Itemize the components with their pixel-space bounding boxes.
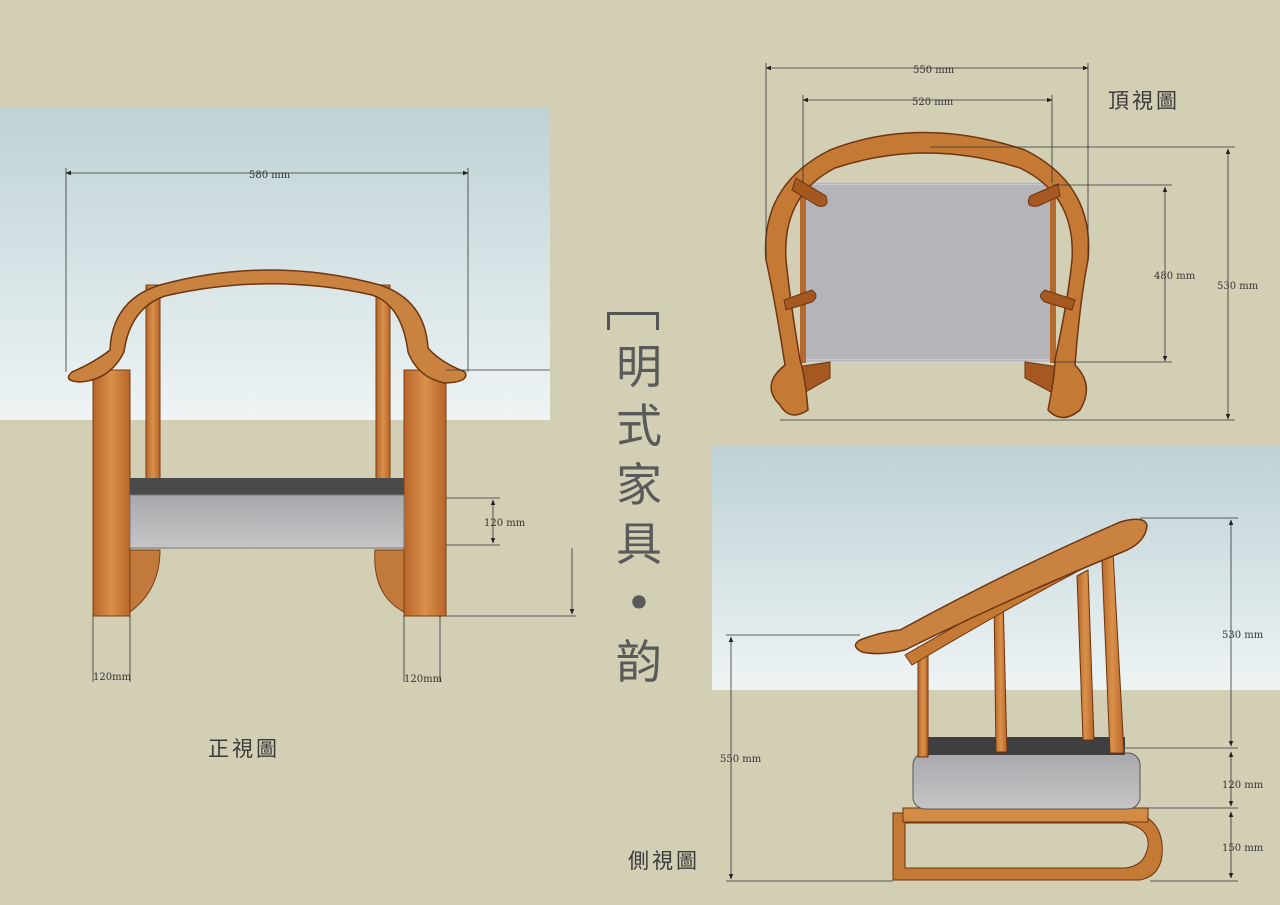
side-back-splat <box>1076 569 1095 741</box>
front-right-base-curve <box>374 549 405 613</box>
front-view-dimensions <box>65 168 576 682</box>
title-char-1: 明 <box>616 340 662 394</box>
side-back-height-dim: 530 mm <box>1222 630 1264 641</box>
side-back-post <box>1100 533 1125 754</box>
side-middle-post <box>993 594 1008 753</box>
top-view-dimensions <box>765 63 1235 421</box>
front-seat-cushion <box>129 494 405 549</box>
side-seat-thickness-dim: 120 mm <box>1222 780 1264 791</box>
front-seat-top <box>130 478 404 496</box>
top-total-depth-dim: 530 mm <box>1217 281 1259 292</box>
title-char-3: 家 <box>616 458 662 512</box>
top-seat-depth-dim: 480 mm <box>1154 271 1196 282</box>
front-right-back-post <box>375 284 391 484</box>
side-crest-rail <box>854 518 1148 655</box>
top-inner-width-dim: 520 mm <box>912 97 954 108</box>
side-seat-cushion <box>912 752 1141 810</box>
top-seat <box>802 182 1054 362</box>
top-view-title: 頂視圖 <box>1108 89 1180 113</box>
side-view-chair <box>854 518 1163 881</box>
side-view-dimensions <box>726 517 1238 882</box>
front-left-leg <box>92 369 131 617</box>
side-base-opening <box>904 822 1149 869</box>
front-view-title: 正視圖 <box>208 737 280 761</box>
title-char-5: • <box>625 576 653 630</box>
front-left-base-curve <box>129 549 161 613</box>
front-crest-rail <box>67 269 467 384</box>
side-front-post <box>917 646 929 758</box>
front-seat-thickness-dim: 120 mm <box>484 518 526 529</box>
front-width-dim: 580 mm <box>249 170 291 181</box>
front-right-leg <box>403 369 447 617</box>
top-arch-rail <box>764 131 1090 419</box>
title-char-6: 韵 <box>616 635 662 689</box>
top-outer-width-dim: 550 mm <box>913 65 955 76</box>
front-right-leg-dim: 120mm <box>404 674 443 685</box>
front-left-leg-dim: 120mm <box>93 672 132 683</box>
side-seat-top <box>925 737 1125 755</box>
front-view-chair <box>67 269 467 617</box>
top-view-chair <box>764 131 1090 419</box>
title-char-2: 式 <box>616 399 662 453</box>
title-bracket <box>607 312 659 330</box>
side-view-title: 側視圖 <box>628 849 700 873</box>
front-left-back-post <box>145 284 161 484</box>
main-vertical-title: 明 式 家 具 • 韵 <box>609 338 669 692</box>
title-char-4: 具 <box>616 517 662 571</box>
side-base-height-dim: 150 mm <box>1222 843 1264 854</box>
side-total-height-dim: 550 mm <box>720 754 762 765</box>
